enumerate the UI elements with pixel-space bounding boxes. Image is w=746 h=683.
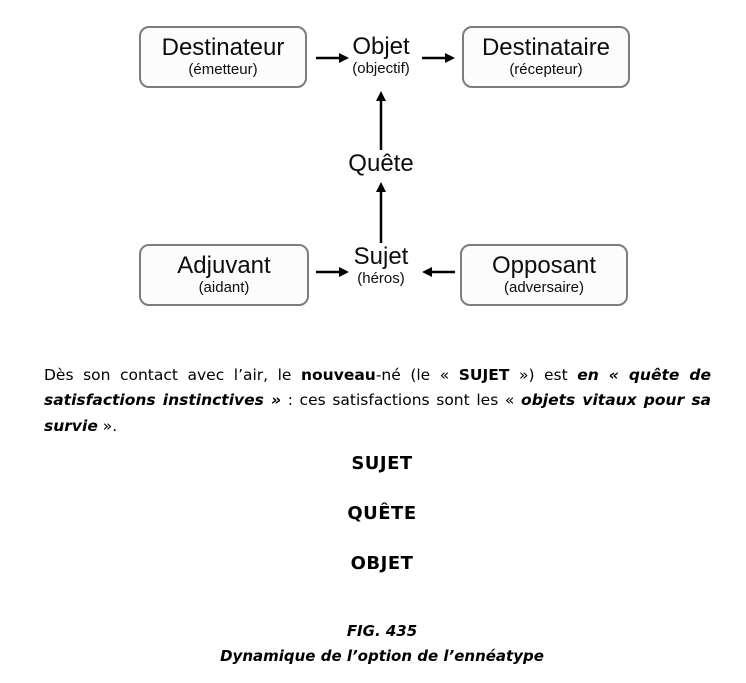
paragraph-segment-bold: SUJET	[458, 365, 510, 384]
figure-number: FIG. 435	[346, 622, 418, 640]
node-quete: Quête	[320, 151, 442, 177]
node-destinateur-sublabel: (émetteur)	[188, 61, 258, 78]
paragraph-segment-bold-italic: en « quête de satisfactions instinctives…	[44, 365, 712, 410]
intro-paragraph: Dès son contact avec l’air, le nouveau-n…	[44, 363, 711, 440]
paragraph-segment: : ces satisfactions sont les «	[281, 391, 522, 409]
node-opposant-label: Opposant	[491, 252, 597, 279]
keyword-sujet: SUJET	[351, 453, 413, 474]
paragraph-segment: ») est	[509, 365, 578, 384]
figure-title: Dynamique de l’option de l’ennéatype	[220, 647, 544, 665]
keyword-quete: QUÊTE	[347, 503, 417, 524]
node-adjuvant-label: Adjuvant	[177, 252, 271, 279]
paragraph-segment-bold: nouveau	[301, 365, 376, 384]
node-quete-label: Quête	[348, 150, 414, 177]
node-destinataire: Destinataire (récepteur)	[462, 26, 630, 88]
node-opposant: Opposant (adversaire)	[460, 244, 628, 306]
paragraph-segment: -né (le «	[375, 365, 459, 384]
node-sujet: Sujet (héros)	[320, 244, 442, 288]
paragraph-segment: Dès son contact avec l’air, le	[44, 365, 301, 384]
node-destinateur: Destinateur (émetteur)	[139, 26, 307, 88]
paragraph-segment-bold-italic: objets vitaux pour sa survie	[44, 391, 712, 435]
node-sujet-sublabel: (héros)	[357, 270, 405, 287]
node-objet-label: Objet	[352, 33, 410, 60]
node-destinataire-sublabel: (récepteur)	[509, 61, 583, 78]
keyword-objet: OBJET	[350, 553, 414, 574]
node-objet-sublabel: (objectif)	[352, 60, 410, 77]
node-destinataire-label: Destinataire	[481, 34, 611, 61]
node-destinateur-label: Destinateur	[161, 34, 285, 61]
paragraph-segment: ».	[97, 416, 118, 435]
node-adjuvant-sublabel: (aidant)	[198, 279, 250, 296]
arrow-quete-to-objet	[376, 91, 386, 150]
node-objet: Objet (objectif)	[320, 34, 442, 78]
node-opposant-sublabel: (adversaire)	[503, 279, 585, 296]
node-adjuvant: Adjuvant (aidant)	[139, 244, 309, 306]
arrow-sujet-to-quete	[376, 182, 386, 243]
node-sujet-label: Sujet	[353, 243, 409, 270]
